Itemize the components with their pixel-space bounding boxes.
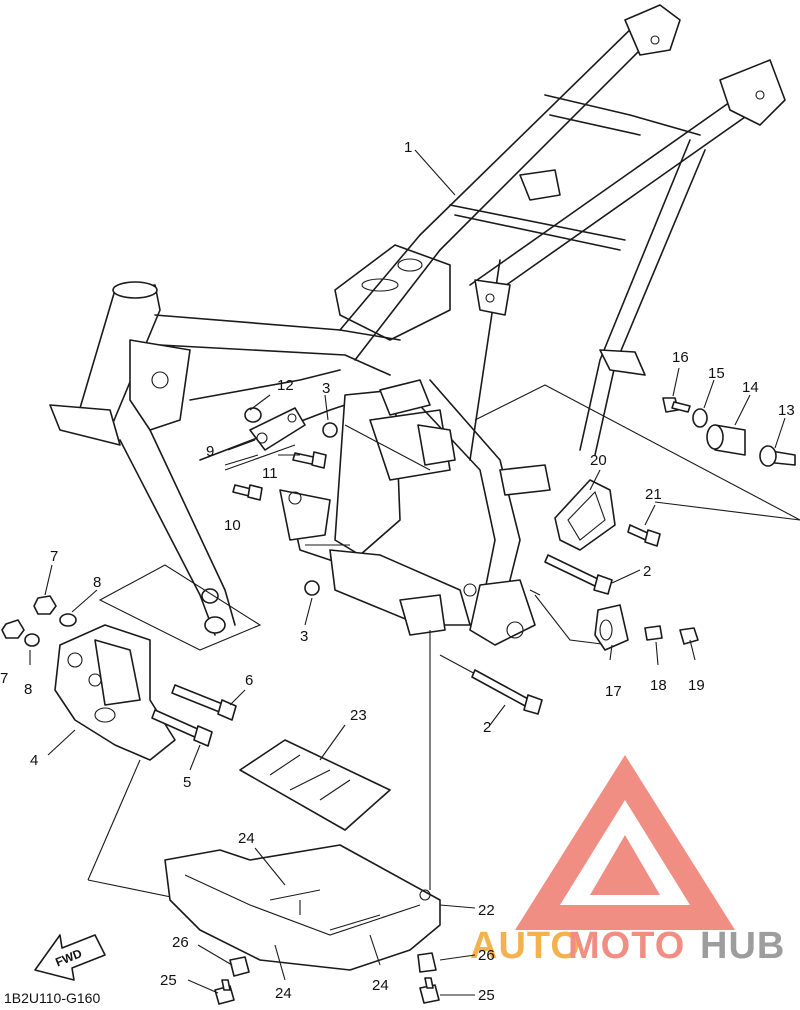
callout-2-b: 2 bbox=[483, 719, 491, 736]
callout-12: 12 bbox=[277, 377, 294, 394]
callout-13: 13 bbox=[778, 402, 795, 419]
bolt-5 bbox=[151, 709, 213, 747]
callout-5: 5 bbox=[183, 774, 191, 791]
watermark-word-auto: AUTO bbox=[470, 925, 581, 967]
nut-7-a bbox=[33, 595, 57, 615]
collar-12 bbox=[244, 407, 262, 423]
callout-1: 1 bbox=[404, 139, 412, 156]
engine-mount-plate-4 bbox=[54, 624, 176, 761]
bolt-25-a bbox=[214, 979, 235, 1005]
bolt-26-b bbox=[417, 952, 437, 973]
callout-21: 21 bbox=[645, 486, 662, 503]
pin-18 bbox=[644, 625, 663, 641]
watermark-word-hub: HUB bbox=[700, 925, 785, 967]
callout-20: 20 bbox=[590, 452, 607, 469]
callout-9: 9 bbox=[206, 443, 214, 460]
skid-plate-23 bbox=[239, 739, 391, 831]
watermark-word-moto: MOTO bbox=[568, 925, 685, 967]
callout-22: 22 bbox=[478, 902, 495, 919]
skid-plate-22 bbox=[164, 844, 441, 971]
bolt-6 bbox=[171, 684, 237, 721]
callout-11: 11 bbox=[262, 465, 278, 482]
callout-7-a: 7 bbox=[50, 548, 58, 565]
callout-19: 19 bbox=[688, 677, 705, 694]
callout-23: 23 bbox=[350, 707, 367, 724]
leader-lines bbox=[87, 384, 800, 906]
fwd-arrow-icon: FWD bbox=[34, 934, 106, 981]
bolt-19 bbox=[679, 627, 699, 645]
rubber-damper-17 bbox=[594, 604, 629, 651]
callout-4: 4 bbox=[30, 752, 38, 769]
callout-26-a: 26 bbox=[172, 934, 189, 951]
bolt-21 bbox=[627, 524, 661, 547]
bolt-11 bbox=[292, 451, 327, 469]
callout-3-a: 3 bbox=[322, 380, 330, 397]
callout-24-b: 24 bbox=[275, 985, 292, 1002]
bracket-20 bbox=[554, 479, 616, 551]
callout-18: 18 bbox=[650, 677, 667, 694]
callout-labels: 1 2 2 3 3 4 5 6 7 7 8 8 9 10 11 12 13 14… bbox=[0, 139, 795, 1004]
callout-24-c: 24 bbox=[372, 977, 389, 994]
callout-6: 6 bbox=[245, 672, 253, 689]
washer-15 bbox=[692, 408, 708, 428]
callout-25-b: 25 bbox=[478, 987, 495, 1004]
washer-8-b bbox=[24, 633, 40, 647]
callout-8-b: 8 bbox=[24, 681, 32, 698]
callout-26-b: 26 bbox=[478, 947, 495, 964]
washer-3-b bbox=[304, 580, 320, 596]
bracket-plate-9 bbox=[249, 407, 306, 451]
bolt-25-b bbox=[419, 977, 440, 1004]
bolt-16 bbox=[662, 397, 691, 413]
callout-14: 14 bbox=[742, 379, 759, 396]
bolt-13 bbox=[759, 445, 796, 467]
callout-25-a: 25 bbox=[160, 972, 177, 989]
diagram-code: 1B2U110-G160 bbox=[4, 990, 100, 1006]
callout-17: 17 bbox=[605, 683, 622, 700]
bolt-26-a bbox=[229, 956, 250, 977]
washer-8-a bbox=[59, 613, 77, 627]
long-bolt-2-a bbox=[544, 554, 613, 595]
callout-24-a: 24 bbox=[238, 830, 255, 847]
watermark-logo: AUTO MOTO HUB bbox=[470, 755, 785, 967]
callout-10: 10 bbox=[224, 517, 241, 534]
callout-16: 16 bbox=[672, 349, 689, 366]
frame-assembly bbox=[49, 4, 786, 646]
washer-3-a bbox=[322, 422, 338, 438]
callout-7-b: 7 bbox=[0, 670, 8, 687]
callout-2-a: 2 bbox=[643, 563, 651, 580]
callout-3-b: 3 bbox=[300, 628, 308, 645]
callout-leaders bbox=[29, 149, 786, 996]
nut-7-b bbox=[1, 619, 25, 639]
callout-8-a: 8 bbox=[93, 574, 101, 591]
collar-14 bbox=[706, 424, 746, 456]
long-bolt-2-b bbox=[471, 669, 543, 715]
bolt-10 bbox=[232, 484, 263, 501]
callout-15: 15 bbox=[708, 365, 725, 382]
